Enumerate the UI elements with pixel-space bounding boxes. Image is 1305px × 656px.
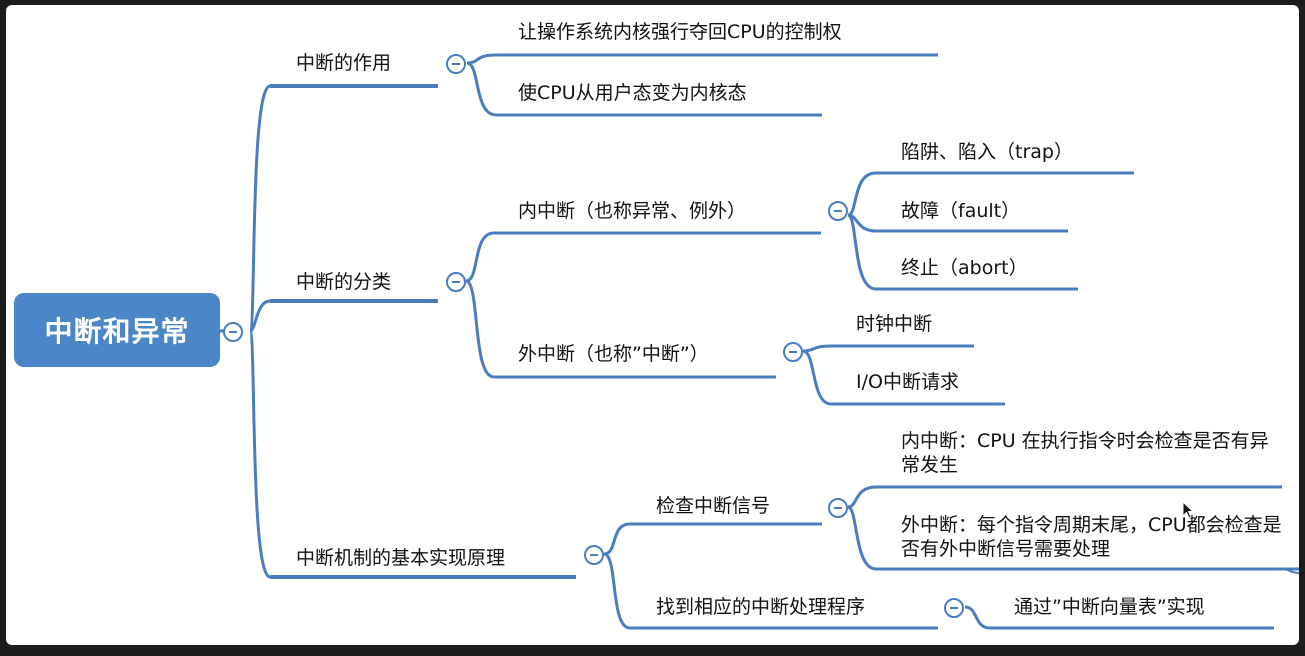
node-trap[interactable]: 陷阱、陷入（trap） [901, 141, 1073, 163]
collapse-toggle-icon[interactable] [783, 342, 803, 362]
node-external-interrupt[interactable]: 外中断（也称”中断”） [518, 343, 709, 365]
mindmap-canvas: 中断和异常 中断的作用 让操作系统内核强行夺回CPU的控制权 使CPU从用户态变… [6, 5, 1299, 645]
node-regain-cpu[interactable]: 让操作系统内核强行夺回CPU的控制权 [518, 21, 842, 43]
node-io-request[interactable]: I/O中断请求 [856, 371, 959, 393]
node-clock-interrupt[interactable]: 时钟中断 [856, 313, 933, 335]
node-fault[interactable]: 故障（fault） [901, 200, 1021, 222]
connector-lines [220, 53, 1299, 630]
collapse-toggle-icon[interactable] [446, 272, 466, 292]
collapse-toggle-icon[interactable] [944, 598, 964, 618]
node-external-check[interactable]: 外中断：每个指令周期末尾，CPU都会检查是否有外中断信号需要处理 [901, 514, 1282, 560]
node-user-to-kernel[interactable]: 使CPU从用户态变为内核态 [518, 82, 747, 104]
node-interrupt-purpose[interactable]: 中断的作用 [296, 52, 392, 74]
mouse-cursor-icon [1182, 501, 1195, 519]
node-interrupt-classification[interactable]: 中断的分类 [296, 271, 392, 293]
node-internal-interrupt[interactable]: 内中断（也称异常、例外） [518, 200, 747, 222]
node-abort[interactable]: 终止（abort） [901, 257, 1028, 279]
node-check-signal[interactable]: 检查中断信号 [656, 495, 771, 517]
node-find-handler[interactable]: 找到相应的中断处理程序 [656, 596, 866, 618]
collapse-toggle-icon[interactable] [446, 54, 466, 74]
collapse-toggle-icon[interactable] [828, 201, 848, 221]
collapse-toggle-icon[interactable] [223, 322, 243, 342]
node-vector-table[interactable]: 通过”中断向量表”实现 [1014, 596, 1205, 618]
node-interrupt-mechanism[interactable]: 中断机制的基本实现原理 [296, 547, 506, 569]
root-node[interactable]: 中断和异常 [14, 293, 220, 367]
collapse-toggle-icon[interactable] [828, 498, 848, 518]
collapse-toggle-icon[interactable] [584, 545, 604, 565]
node-internal-check[interactable]: 内中断：CPU 在执行指令时会检查是否有异常发生 [901, 430, 1269, 476]
